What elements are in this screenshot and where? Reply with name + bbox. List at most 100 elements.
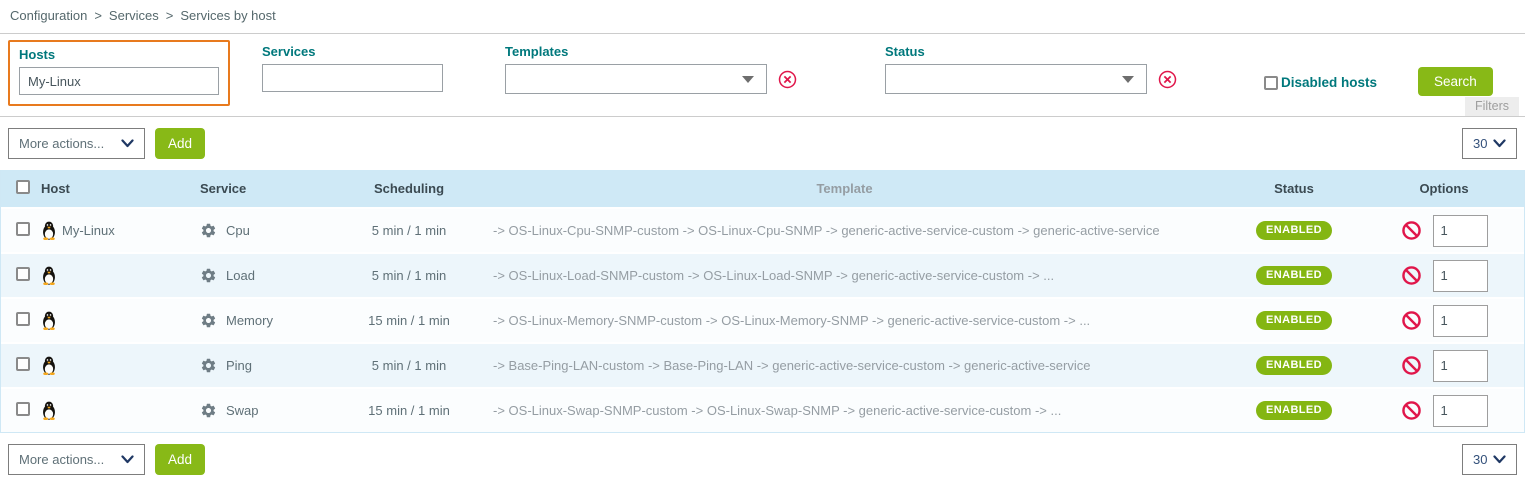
template-cell: -> OS-Linux-Swap-SNMP-custom -> OS-Linux… bbox=[493, 403, 1062, 418]
service-name[interactable]: Swap bbox=[226, 403, 259, 418]
disable-service-icon[interactable] bbox=[1401, 310, 1422, 331]
header-service[interactable]: Service bbox=[200, 181, 247, 196]
row-checkbox[interactable] bbox=[16, 222, 30, 236]
table-body: My-Linux Cpu 5 min / 1 min -> OS-Linux-C… bbox=[1, 207, 1524, 432]
templates-filter-group: Templates bbox=[505, 44, 797, 94]
status-badge: ENABLED bbox=[1256, 221, 1332, 240]
add-button[interactable]: Add bbox=[155, 128, 206, 159]
disable-service-icon[interactable] bbox=[1401, 400, 1422, 421]
more-actions-label: More actions... bbox=[19, 452, 105, 467]
page-size-select[interactable]: 30 bbox=[1462, 128, 1517, 159]
gear-icon bbox=[200, 402, 217, 419]
chevron-down-icon bbox=[1493, 455, 1506, 464]
status-label: Status bbox=[885, 44, 925, 59]
more-actions-select[interactable]: More actions... bbox=[8, 128, 145, 159]
template-cell: -> OS-Linux-Cpu-SNMP-custom -> OS-Linux-… bbox=[493, 223, 1160, 238]
host-cell bbox=[41, 266, 191, 285]
disabled-hosts-checkbox[interactable] bbox=[1264, 75, 1278, 90]
linux-penguin-icon bbox=[41, 356, 57, 375]
scheduling-cell: 15 min / 1 min bbox=[368, 403, 450, 418]
header-host[interactable]: Host bbox=[41, 181, 70, 196]
templates-clear-icon[interactable] bbox=[778, 70, 797, 89]
host-cell bbox=[41, 311, 191, 330]
top-toolbar: More actions... Add 30 bbox=[0, 117, 1525, 170]
hosts-label: Hosts bbox=[19, 47, 56, 62]
duplicate-count-input[interactable] bbox=[1432, 259, 1488, 292]
scheduling-cell: 5 min / 1 min bbox=[371, 358, 447, 373]
bottom-toolbar: More actions... Add 30 bbox=[0, 433, 1525, 486]
host-cell: My-Linux bbox=[41, 221, 191, 240]
templates-label: Templates bbox=[505, 44, 569, 59]
scheduling-cell: 5 min / 1 min bbox=[371, 268, 447, 283]
table-row: Ping 5 min / 1 min -> Base-Ping-LAN-cust… bbox=[1, 342, 1524, 387]
duplicate-count-input[interactable] bbox=[1432, 349, 1488, 382]
row-checkbox[interactable] bbox=[16, 267, 30, 281]
breadcrumb-separator: > bbox=[165, 8, 174, 23]
disable-service-icon[interactable] bbox=[1401, 220, 1422, 241]
row-checkbox[interactable] bbox=[16, 357, 30, 371]
table-row: My-Linux Cpu 5 min / 1 min -> OS-Linux-C… bbox=[1, 207, 1524, 252]
breadcrumb-separator: > bbox=[94, 8, 102, 23]
gear-icon bbox=[200, 357, 217, 374]
breadcrumb-item-services[interactable]: Services bbox=[108, 8, 159, 23]
row-checkbox[interactable] bbox=[16, 402, 30, 416]
host-name[interactable]: My-Linux bbox=[62, 223, 115, 238]
status-clear-icon[interactable] bbox=[1158, 70, 1177, 89]
host-cell bbox=[41, 401, 191, 420]
breadcrumb: Configuration > Services > Services by h… bbox=[0, 0, 1525, 33]
search-button[interactable]: Search bbox=[1418, 67, 1493, 96]
gear-icon bbox=[200, 312, 217, 329]
status-badge: ENABLED bbox=[1256, 266, 1332, 285]
page-size-value: 30 bbox=[1473, 452, 1488, 467]
disabled-hosts-group: Disabled hosts bbox=[1264, 75, 1377, 90]
header-template[interactable]: Template bbox=[816, 181, 873, 196]
linux-penguin-icon bbox=[41, 401, 57, 420]
status-badge: ENABLED bbox=[1256, 311, 1332, 330]
scheduling-cell: 5 min / 1 min bbox=[371, 223, 447, 238]
breadcrumb-item-services-by-host[interactable]: Services by host bbox=[180, 8, 276, 23]
table-row: Swap 15 min / 1 min -> OS-Linux-Swap-SNM… bbox=[1, 387, 1524, 432]
hosts-filter-group: Hosts bbox=[8, 40, 230, 106]
table-row: Load 5 min / 1 min -> OS-Linux-Load-SNMP… bbox=[1, 252, 1524, 297]
service-name[interactable]: Cpu bbox=[226, 223, 250, 238]
header-status[interactable]: Status bbox=[1274, 181, 1314, 196]
services-label: Services bbox=[262, 44, 316, 59]
chevron-down-icon bbox=[1493, 139, 1506, 148]
table-header-row: Host Service Scheduling Template Status … bbox=[1, 170, 1524, 207]
row-checkbox[interactable] bbox=[16, 312, 30, 326]
services-input[interactable] bbox=[262, 64, 443, 92]
chevron-down-icon bbox=[1122, 75, 1134, 83]
filters-tab-label: Filters bbox=[1464, 97, 1519, 116]
disabled-hosts-label: Disabled hosts bbox=[1281, 75, 1378, 90]
service-name[interactable]: Ping bbox=[226, 358, 253, 373]
duplicate-count-input[interactable] bbox=[1432, 304, 1488, 337]
chevron-down-icon bbox=[121, 139, 134, 148]
status-badge: ENABLED bbox=[1256, 401, 1332, 420]
more-actions-label: More actions... bbox=[19, 136, 105, 151]
status-select[interactable] bbox=[885, 64, 1147, 94]
duplicate-count-input[interactable] bbox=[1432, 394, 1488, 427]
page-size-select-bottom[interactable]: 30 bbox=[1462, 444, 1517, 475]
more-actions-select-bottom[interactable]: More actions... bbox=[8, 444, 145, 475]
linux-penguin-icon bbox=[41, 266, 57, 285]
hosts-input[interactable] bbox=[19, 67, 219, 95]
template-cell: -> Base-Ping-LAN-custom -> Base-Ping-LAN… bbox=[493, 358, 1091, 373]
select-all-checkbox[interactable] bbox=[16, 180, 30, 194]
disable-service-icon[interactable] bbox=[1401, 265, 1422, 286]
scheduling-cell: 15 min / 1 min bbox=[368, 313, 450, 328]
service-name[interactable]: Memory bbox=[226, 313, 273, 328]
gear-icon bbox=[200, 267, 217, 284]
gear-icon bbox=[200, 222, 217, 239]
page-size-value: 30 bbox=[1473, 136, 1488, 151]
breadcrumb-item-configuration[interactable]: Configuration bbox=[10, 8, 88, 23]
service-name[interactable]: Load bbox=[226, 268, 255, 283]
add-button-bottom[interactable]: Add bbox=[155, 444, 206, 475]
services-filter-group: Services bbox=[262, 44, 443, 92]
template-cell: -> OS-Linux-Memory-SNMP-custom -> OS-Lin… bbox=[493, 313, 1091, 328]
templates-select[interactable] bbox=[505, 64, 767, 94]
services-table: Host Service Scheduling Template Status … bbox=[0, 170, 1525, 433]
disable-service-icon[interactable] bbox=[1401, 355, 1422, 376]
status-filter-group: Status bbox=[885, 44, 1177, 94]
header-scheduling[interactable]: Scheduling bbox=[373, 181, 445, 196]
duplicate-count-input[interactable] bbox=[1432, 214, 1488, 247]
